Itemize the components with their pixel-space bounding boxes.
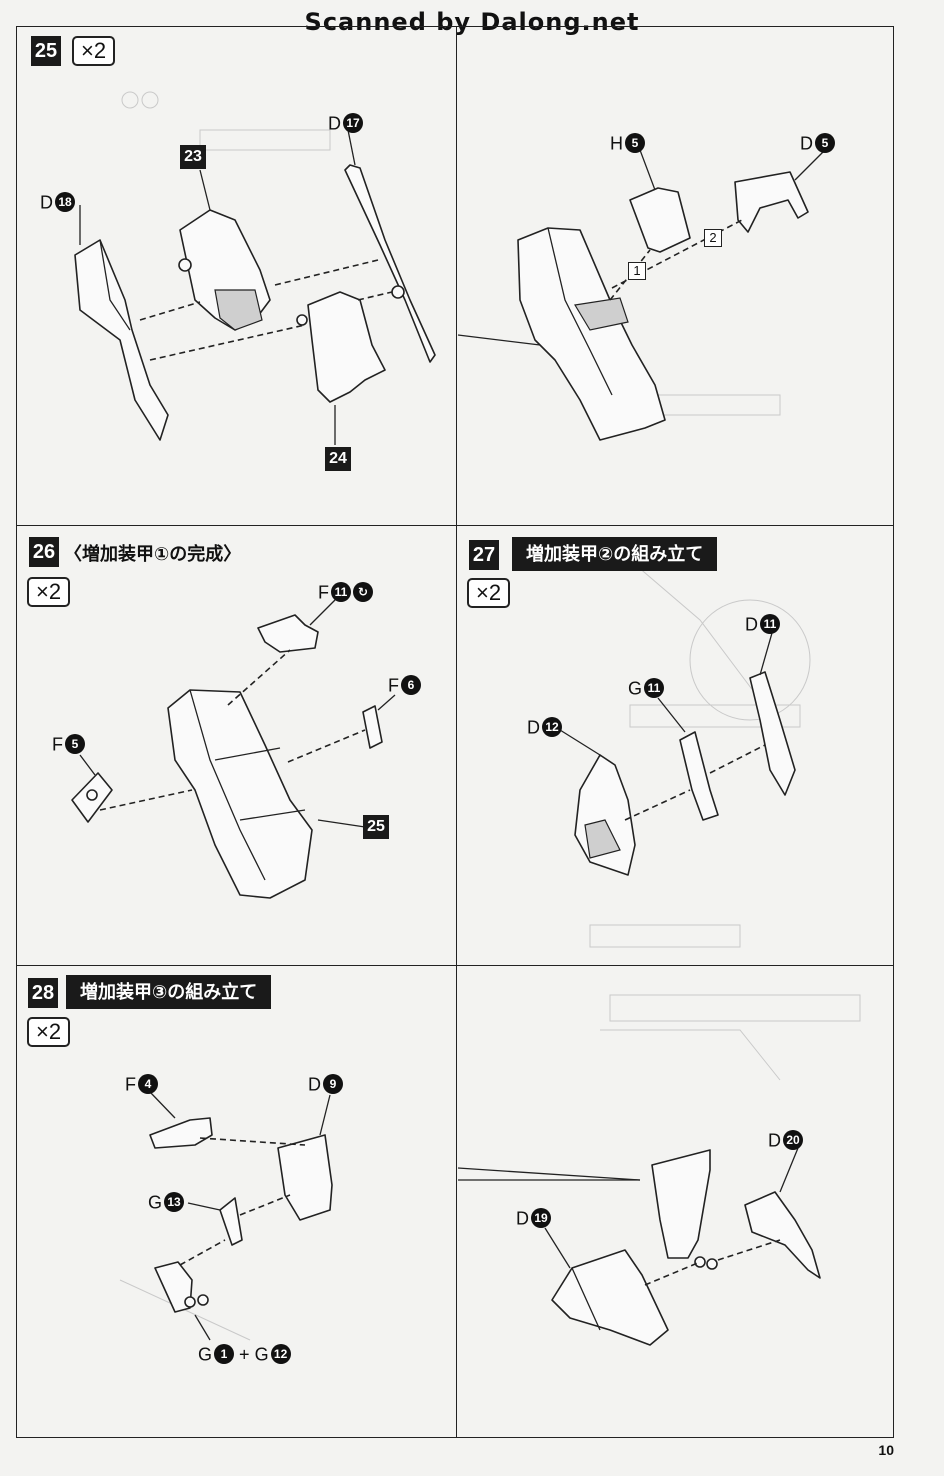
part-d12 bbox=[574, 754, 636, 876]
part-armor-assembly-25 bbox=[167, 689, 313, 899]
divider-col3 bbox=[456, 965, 457, 1438]
divider-col2 bbox=[456, 525, 457, 965]
part-d5-cap bbox=[734, 171, 809, 233]
step-27-multiplier: ×2 bbox=[467, 578, 511, 608]
rotate-icon: ↻ bbox=[353, 582, 373, 603]
part-d19 bbox=[551, 1249, 669, 1346]
step28-left-assembly bbox=[149, 1091, 333, 1341]
step28-right-assembly bbox=[457, 1147, 821, 1346]
step-28-multiplier: ×2 bbox=[27, 1017, 71, 1047]
step-27-title: 増加装甲②の組み立て bbox=[512, 537, 718, 571]
step-28-number: 28 bbox=[28, 978, 58, 1008]
part-f6 bbox=[362, 705, 383, 749]
step26-subassembly-25: 25 bbox=[363, 815, 389, 839]
step-25-number: 25 bbox=[31, 36, 61, 66]
part-d9 bbox=[277, 1134, 333, 1221]
part-h5-cylinder bbox=[629, 187, 691, 253]
step-27-number: 27 bbox=[469, 540, 499, 570]
step25-order-1: 1 bbox=[628, 262, 646, 280]
part-g1-g12 bbox=[154, 1261, 193, 1313]
step25-left-assembly bbox=[74, 129, 436, 445]
step25-order-2: 2 bbox=[704, 229, 722, 247]
divider-row1 bbox=[16, 525, 894, 526]
part-d20 bbox=[744, 1191, 821, 1279]
part-24-armor bbox=[307, 291, 386, 403]
part-g11 bbox=[679, 731, 719, 821]
part-d17-panel bbox=[344, 164, 436, 363]
part-f11 bbox=[257, 614, 319, 653]
step-26-multiplier: ×2 bbox=[27, 577, 71, 607]
step25-subassembly-24: 24 bbox=[325, 447, 351, 471]
step26-assembly bbox=[71, 599, 396, 899]
part-d19-upper bbox=[651, 1149, 711, 1259]
part-d18-shield bbox=[74, 239, 169, 441]
step25-right-assembly bbox=[457, 149, 826, 441]
part-d11 bbox=[749, 671, 796, 796]
part-f4 bbox=[149, 1117, 213, 1149]
part-g13 bbox=[219, 1197, 243, 1246]
part-armor-assembly bbox=[517, 227, 666, 441]
step-28-title: 増加装甲③の組み立て bbox=[66, 975, 272, 1009]
step27-assembly bbox=[559, 632, 796, 876]
page-number: 10 bbox=[878, 1442, 894, 1458]
step-26-title: 〈増加装甲①の完成〉 bbox=[64, 544, 242, 564]
page-frame bbox=[16, 26, 894, 1438]
divider-col1 bbox=[456, 26, 457, 526]
step-25-multiplier: ×2 bbox=[72, 36, 116, 66]
divider-row2 bbox=[16, 965, 894, 966]
step25-subassembly-23: 23 bbox=[180, 145, 206, 169]
step-26-number: 26 bbox=[29, 537, 59, 567]
scan-credit: Scanned by Dalong.net bbox=[304, 8, 640, 36]
